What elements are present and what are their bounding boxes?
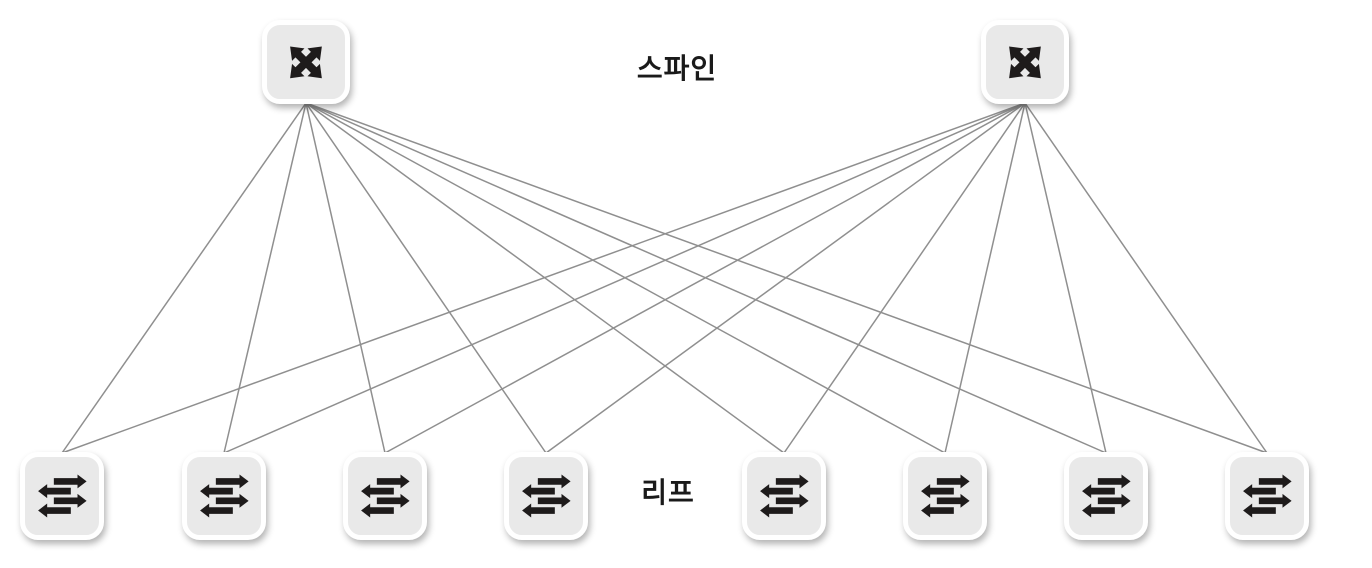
edge-spine-1-leaf-7 — [305, 102, 1107, 454]
bidirectional-arrows-icon — [360, 474, 410, 518]
edge-spine-1-leaf-4 — [305, 102, 547, 454]
edge-spine-2-leaf-2 — [223, 102, 1026, 454]
leaf-2-switch — [182, 452, 266, 540]
leaf-7-switch — [1064, 452, 1148, 540]
leaf-8-switch — [1225, 452, 1309, 540]
leaf-1-switch — [20, 452, 104, 540]
edge-spine-1-leaf-3 — [305, 102, 386, 454]
crossed-arrows-icon — [1009, 46, 1041, 78]
spine-label: 스파인 — [636, 53, 718, 84]
leaf-4-switch — [504, 452, 588, 540]
leaf-label: 리프 — [641, 477, 695, 508]
edge-spine-2-leaf-3 — [384, 102, 1026, 454]
spine-1-switch — [262, 20, 350, 104]
bidirectional-arrows-icon — [920, 474, 970, 518]
leaf-5-switch — [742, 452, 826, 540]
edge-spine-2-leaf-6 — [944, 102, 1026, 454]
edge-spine-1-leaf-2 — [223, 102, 307, 454]
edge-spine-2-leaf-5 — [783, 102, 1026, 454]
bidirectional-arrows-icon — [1081, 474, 1131, 518]
edge-spine-2-leaf-4 — [545, 102, 1026, 454]
bidirectional-arrows-icon — [521, 474, 571, 518]
leaf-3-switch — [343, 452, 427, 540]
crossed-arrows-icon — [290, 46, 322, 78]
edge-spine-1-leaf-8 — [305, 102, 1268, 454]
edge-spine-2-leaf-8 — [1024, 102, 1268, 454]
bidirectional-arrows-icon — [759, 474, 809, 518]
bidirectional-arrows-icon — [37, 474, 87, 518]
edge-spine-2-leaf-7 — [1024, 102, 1107, 454]
leaf-6-switch — [903, 452, 987, 540]
bidirectional-arrows-icon — [199, 474, 249, 518]
bidirectional-arrows-icon — [1242, 474, 1292, 518]
spine-2-switch — [981, 20, 1069, 104]
edge-spine-1-leaf-6 — [305, 102, 946, 454]
edge-spine-1-leaf-1 — [61, 102, 307, 454]
edge-spine-1-leaf-5 — [305, 102, 785, 454]
edge-spine-2-leaf-1 — [61, 102, 1026, 454]
